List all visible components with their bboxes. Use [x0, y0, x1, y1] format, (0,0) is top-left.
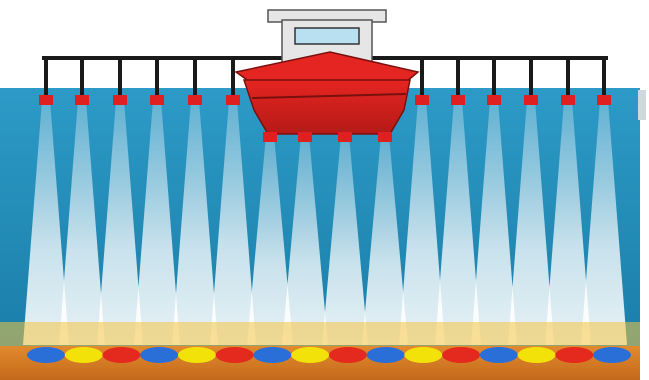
seafloor-marker: [140, 347, 178, 363]
boat-cabin-window: [295, 28, 359, 44]
seafloor-marker: [480, 347, 518, 363]
transducer-head: [113, 95, 127, 105]
seafloor-marker: [329, 347, 367, 363]
seafloor-marker: [291, 347, 329, 363]
seafloor-marker: [442, 347, 480, 363]
seafloor-marker: [27, 347, 65, 363]
transducer-head: [561, 95, 575, 105]
seafloor-marker: [102, 347, 140, 363]
seafloor-marker: [404, 347, 442, 363]
seafloor-marker: [555, 347, 593, 363]
seafloor-marker: [216, 347, 254, 363]
transducer-head: [188, 95, 202, 105]
transducer-head: [451, 95, 465, 105]
transducer-head: [415, 95, 429, 105]
keel-transducer: [263, 132, 277, 142]
transducer-head: [75, 95, 89, 105]
keel-transducer: [338, 132, 352, 142]
transducer-head: [226, 95, 240, 105]
seafloor-marker: [253, 347, 291, 363]
water-edge-marker: [638, 90, 646, 120]
transducer-head: [487, 95, 501, 105]
keel-transducer: [378, 132, 392, 142]
seafloor-marker: [593, 347, 631, 363]
transducer-head: [524, 95, 538, 105]
transducer-head: [597, 95, 611, 105]
seafloor-marker: [518, 347, 556, 363]
transducer-head: [150, 95, 164, 105]
keel-transducer: [298, 132, 312, 142]
boat-hull: [244, 80, 410, 134]
sediment-glow: [0, 322, 640, 348]
seafloor-marker: [367, 347, 405, 363]
transducer-head: [39, 95, 53, 105]
seafloor-marker: [65, 347, 103, 363]
seafloor-marker: [178, 347, 216, 363]
